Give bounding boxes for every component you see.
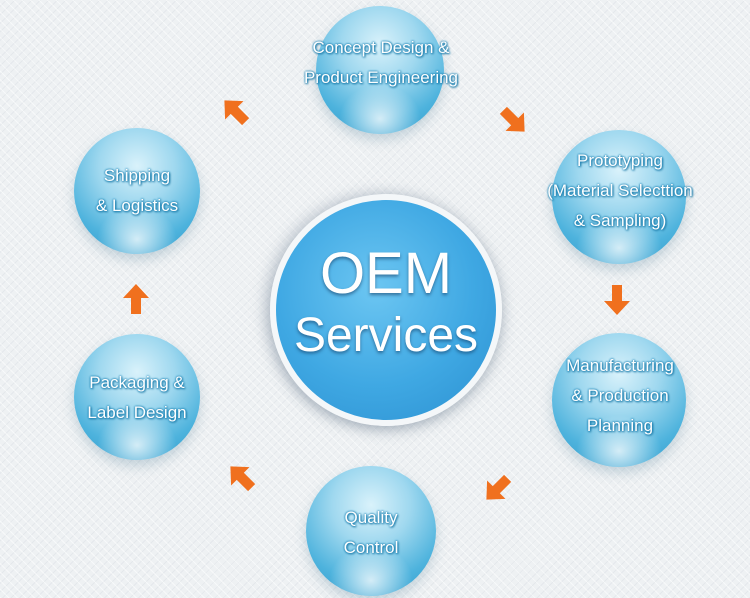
center-title-line-2: Services — [293, 309, 479, 362]
quality-label-line-1: Quality — [344, 508, 398, 527]
bubble-prototyping — [552, 130, 686, 264]
prototyping-label-line-3: & Sampling) — [573, 211, 667, 230]
manufacturing-label-line-1: Manufacturing — [566, 356, 674, 375]
concept-label-line-2: Product Engineering — [303, 68, 459, 87]
bubble-shipping: Shipping & Logistics — [74, 128, 200, 254]
bubble-packaging — [74, 334, 200, 460]
center-circle: OEM Services — [270, 194, 502, 426]
packaging-label-line-1: Packaging & — [89, 373, 185, 392]
concept-label-line-1: Concept Design & — [312, 38, 450, 57]
prototyping-label-line-1: Prototyping — [577, 151, 663, 170]
quality-label-line-2: Control — [343, 538, 399, 557]
bubble-concept: Concept Design & Product Engineering — [316, 6, 444, 134]
bubble-manufacturing — [552, 333, 686, 467]
prototyping-labels: Prototyping (Material Selecttion & Sampl… — [520, 146, 720, 236]
arrow-icon — [499, 106, 525, 132]
packaging-labels: Packaging & Label Design — [52, 368, 222, 428]
center-title-line-1: OEM — [319, 241, 453, 306]
arrow-icon — [123, 284, 149, 314]
arrow-icon — [230, 466, 256, 492]
bubble-quality: Quality Control — [306, 466, 436, 596]
bubble-label-line: & Logistics — [95, 196, 179, 215]
prototyping-label-line-2: (Material Selecttion — [547, 181, 693, 200]
manufacturing-label-line-3: Planning — [586, 416, 654, 435]
arrow-icon — [224, 100, 250, 126]
bubble-label-line: Shipping — [103, 166, 171, 185]
arrow-icon — [486, 474, 512, 500]
arrow-icon — [604, 285, 630, 315]
manufacturing-labels: Manufacturing & Production Planning — [520, 351, 720, 441]
packaging-label-line-2: Label Design — [87, 403, 187, 422]
manufacturing-label-line-2: & Production — [571, 386, 669, 405]
